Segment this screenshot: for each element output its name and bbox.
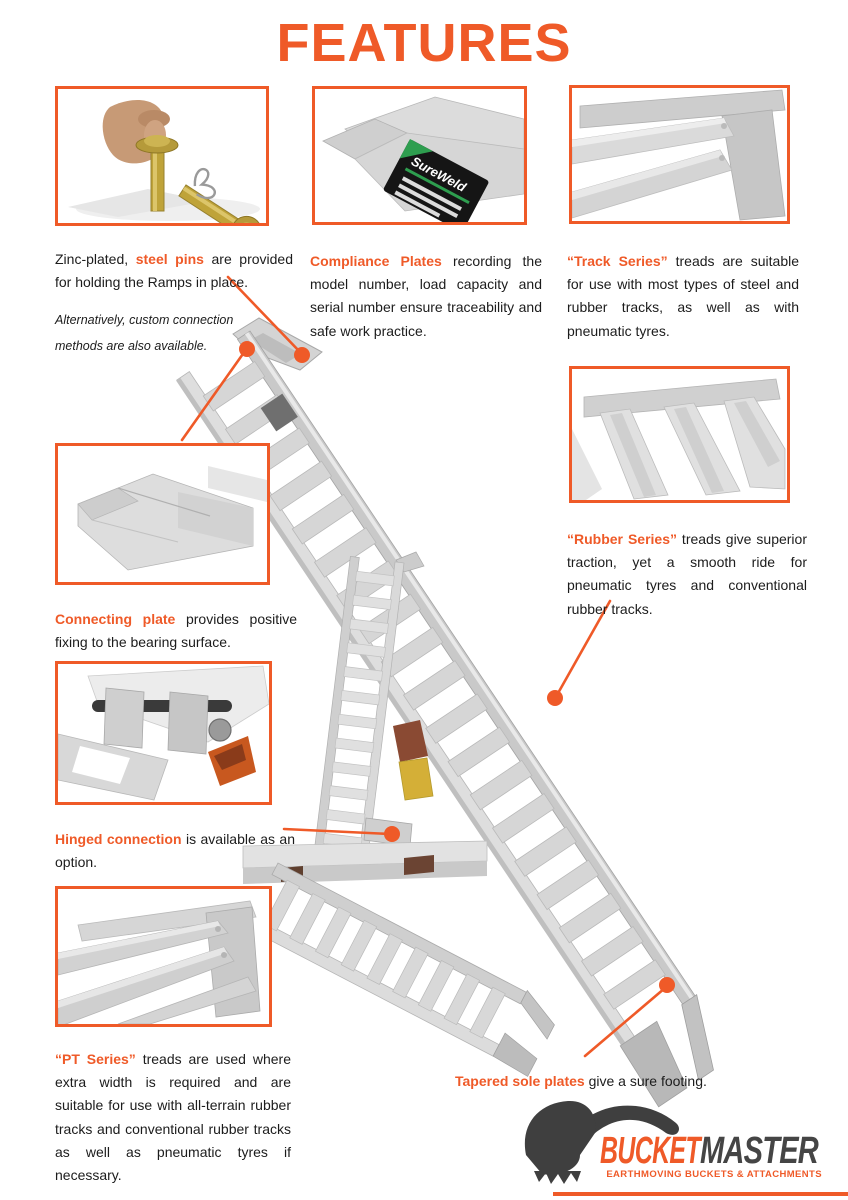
steel-pins-photo-art (68, 100, 262, 223)
compliance-plate-photo: SureWeld (312, 86, 527, 225)
red-reflector (393, 720, 428, 762)
feature-text-compliance-plates: Compliance Plates recording the model nu… (310, 253, 542, 339)
track-series-photo (569, 85, 790, 224)
leader-connecting-plate (180, 349, 247, 442)
connecting-plate-photo-art (77, 466, 267, 571)
hinged-connection-photo-art (58, 665, 269, 801)
feature-text-rubber-series: “Rubber Series” treads give superior tra… (567, 531, 807, 617)
feature-text-track-series: “Track Series” treads are suitable for u… (567, 253, 799, 339)
rubber-series-photo (569, 366, 790, 503)
rubber-series-photo-art (572, 378, 786, 500)
hinged-connection-photo (55, 661, 272, 805)
sole-plate (681, 994, 714, 1081)
loading-ramps-photo (176, 317, 714, 1108)
yellow-reflector (398, 757, 434, 801)
feature-text-steel-pins: Zinc-plated, steel pins are provided for… (55, 251, 293, 291)
brand-wordmark: BUCKETMASTER (600, 1130, 819, 1172)
page-title: FEATURES (276, 13, 572, 73)
front-ramp (244, 862, 555, 1077)
leader-lines (180, 275, 667, 1058)
feature-text-pt-series: “PT Series” treads are used where extra … (55, 1051, 291, 1184)
feature-text-connecting-plate: Connecting plate provides positive fixin… (55, 611, 298, 651)
steel-pins-photo (55, 86, 269, 226)
bucketmaster-logo: BUCKETMASTER EARTHMOVING BUCKETS & ATTAC… (520, 1095, 848, 1195)
main-ramp (176, 330, 714, 1108)
sole-plate (619, 1020, 688, 1108)
leader-rubber-series (555, 599, 612, 697)
leader-steel-pins (226, 275, 302, 354)
compliance-label: SureWeld (383, 139, 489, 222)
brand-tagline: EARTHMOVING BUCKETS & ATTACHMENTS (606, 1169, 822, 1180)
leader-dots (239, 341, 675, 993)
track-series-photo-art (572, 89, 786, 221)
compliance-plate-photo-art: SureWeld (322, 96, 524, 222)
pt-series-photo-art (58, 900, 261, 1024)
pin-hole (260, 393, 298, 432)
bucketmaster-logo-art: BUCKETMASTER EARTHMOVING BUCKETS & ATTAC… (524, 1100, 822, 1184)
brand-rule (553, 1192, 848, 1196)
pin-angled (178, 167, 262, 223)
leader-hinged-connection (282, 827, 392, 836)
feature-text-hinged-connection: Hinged connection is available as an opt… (55, 831, 295, 871)
pt-series-photo (55, 886, 272, 1027)
hinge-bolt (208, 718, 232, 742)
feature-note-custom-connection: Alternatively, custom connection methods… (55, 312, 234, 354)
pin-vertical (135, 135, 179, 212)
clip-wire (193, 167, 216, 200)
leader-tapered-sole (583, 986, 667, 1058)
feature-text-tapered-sole-plates: Tapered sole plates give a sure footing. (455, 1073, 707, 1089)
excavator-arm-icon (524, 1100, 680, 1184)
connecting-plate-photo (55, 443, 270, 585)
